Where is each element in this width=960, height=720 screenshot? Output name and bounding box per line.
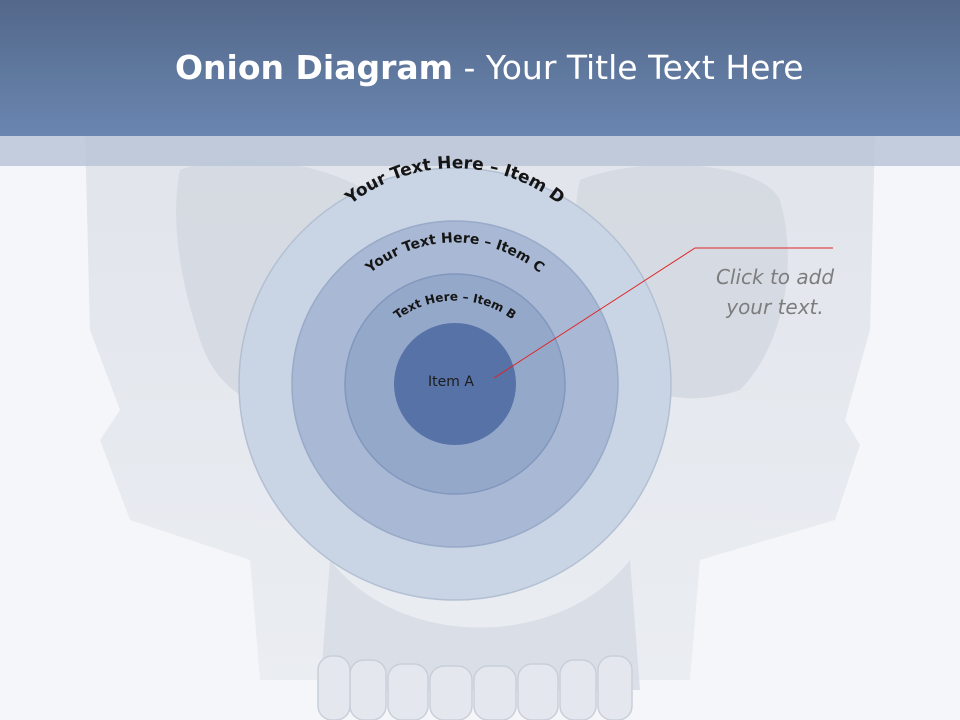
header-bar — [0, 0, 960, 136]
callout-leader-line — [493, 247, 833, 379]
title-regular-part: - Your Title Text Here — [453, 48, 804, 87]
header-strip — [0, 136, 960, 166]
onion-layer-a[interactable] — [394, 323, 516, 445]
layer-a-label: Item A — [428, 374, 474, 390]
callout-text[interactable]: Click to add your text. — [690, 262, 860, 322]
slide-title[interactable]: Onion Diagram - Your Title Text Here — [175, 46, 935, 90]
title-bold-part: Onion Diagram — [175, 48, 454, 87]
callout-line-1: Click to add — [715, 265, 835, 289]
callout-line-2: your text. — [726, 295, 824, 319]
